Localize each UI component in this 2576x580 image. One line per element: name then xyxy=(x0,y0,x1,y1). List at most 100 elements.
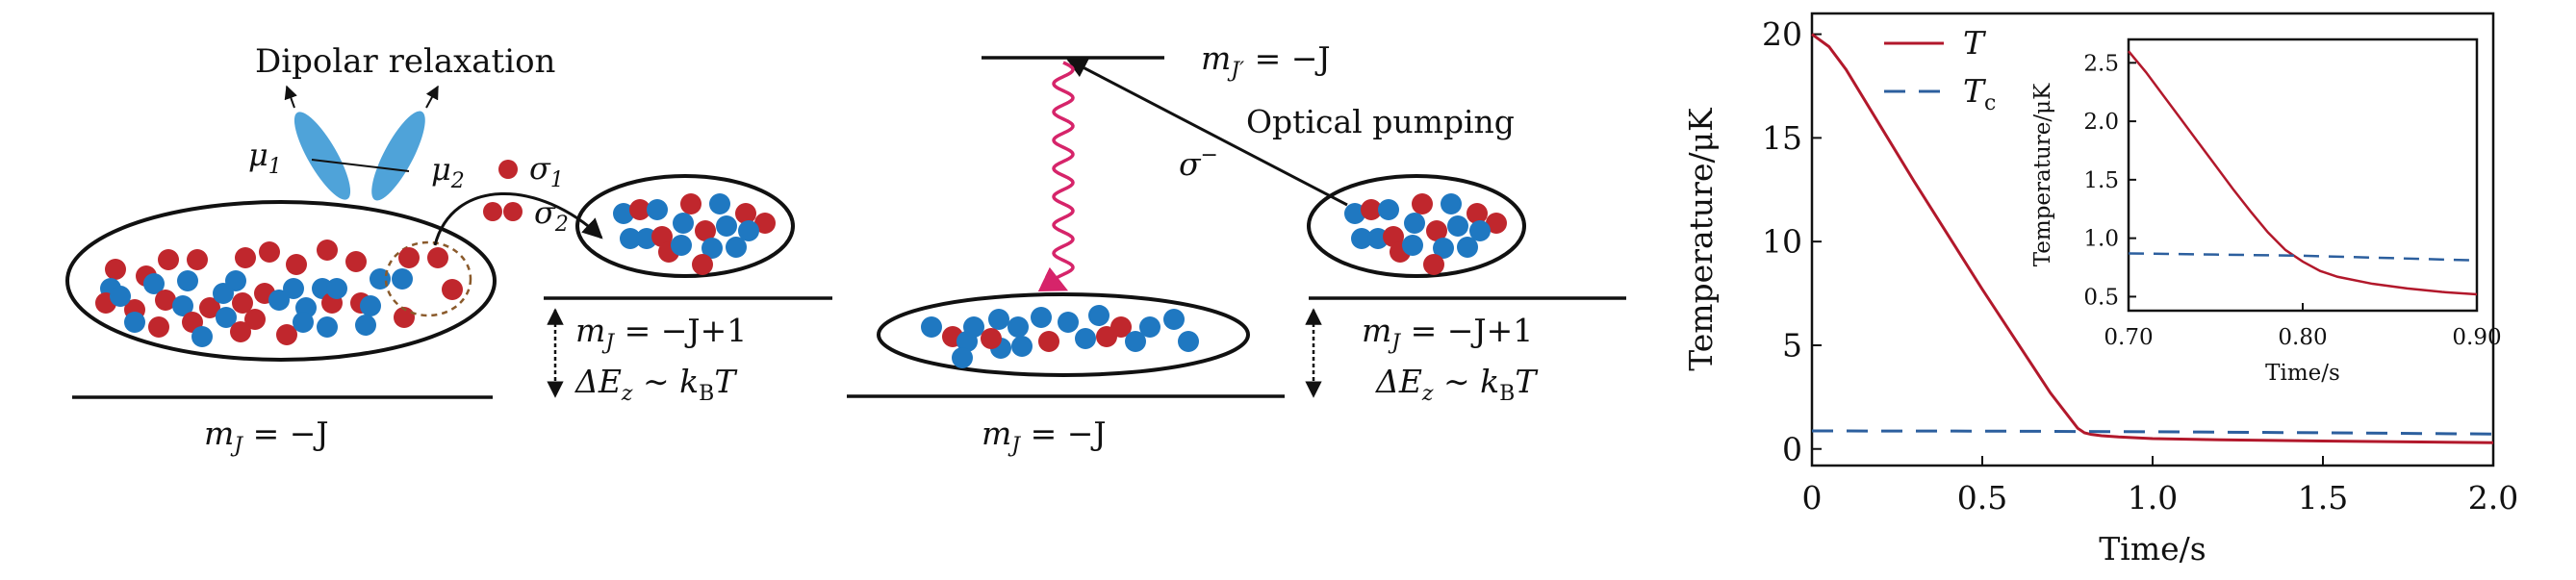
atom-red xyxy=(232,292,253,314)
atom-blue xyxy=(1007,316,1029,338)
mu2-label: μ2 xyxy=(431,151,465,193)
main-xtick-label: 1.0 xyxy=(2128,479,2178,517)
dipole-2 xyxy=(371,111,425,201)
upper-level-label-b: mJ = −J+1 xyxy=(1362,312,1533,355)
atom-blue xyxy=(110,286,131,307)
optical-pumping-label: Optical pumping xyxy=(1246,103,1515,140)
atom-red xyxy=(1361,199,1382,220)
atom-cloud-lower-b xyxy=(877,292,1250,377)
atom-red xyxy=(1426,220,1447,241)
atom-red xyxy=(187,249,208,270)
chart-legend: TTc xyxy=(1884,24,1996,115)
atom-cloud-upper xyxy=(575,174,795,278)
atom-blue xyxy=(124,312,145,333)
main-xtick-label: 2.0 xyxy=(2468,479,2518,517)
atom-blue xyxy=(355,315,376,336)
atom-blue xyxy=(213,283,234,304)
main-xtick-label: 1.5 xyxy=(2298,479,2348,517)
inset-ylabel: Temperature/μK xyxy=(2030,83,2055,266)
main-xtick-label: 0.5 xyxy=(1957,479,2007,517)
atom-blue xyxy=(1011,336,1033,357)
relaxing-pair-atoms xyxy=(392,247,463,300)
atom-blue xyxy=(647,199,668,220)
inset-ytick-label: 1.5 xyxy=(2083,168,2119,193)
atom-red xyxy=(230,321,251,342)
sigma1-label: σ1 xyxy=(529,150,564,192)
inset-xlabel: Time/s xyxy=(2265,361,2340,386)
main-xtick-label: 0 xyxy=(1802,479,1823,517)
atom-blue xyxy=(1139,316,1160,338)
energy-gap-label-a: ΔEz ∼ kBT xyxy=(574,363,738,406)
atom-red xyxy=(398,247,420,268)
main-ytick-label: 0 xyxy=(1782,430,1802,467)
series-t-line-main xyxy=(1811,33,2494,444)
inset-frame xyxy=(2127,38,2479,313)
atom-red xyxy=(1486,213,1507,234)
inset-ytick-label: 2.0 xyxy=(2083,110,2119,135)
atom-red xyxy=(244,309,266,330)
inset-ytick-label: 2.5 xyxy=(2083,51,2119,76)
atom-red xyxy=(276,324,297,345)
legend-tc-label: Tc xyxy=(1963,72,1996,115)
sigma-minus-label: σ− xyxy=(1179,143,1218,183)
atom-blue xyxy=(1344,203,1365,224)
dipole-1-arrow xyxy=(284,85,297,109)
energy-gap-label-b: ΔEz ∼ kBT xyxy=(1374,363,1539,406)
atom-blue xyxy=(172,295,193,316)
main-ytick-label: 5 xyxy=(1782,327,1802,365)
atom-red xyxy=(981,328,1002,349)
atom-cloud-lower xyxy=(65,200,497,362)
series-tc-line-main xyxy=(1811,429,2494,436)
atom-blue xyxy=(191,326,213,347)
atom-blue xyxy=(701,238,723,259)
atom-blue xyxy=(1378,199,1399,220)
atoms-upper-cloud-b xyxy=(1344,193,1507,275)
atom-red xyxy=(692,254,713,275)
series-t-line-inset xyxy=(2128,50,2478,296)
atom-blue xyxy=(326,278,347,299)
atom-blue xyxy=(613,203,634,224)
atom-blue xyxy=(1351,228,1372,249)
atom-red xyxy=(629,199,650,220)
atom-red xyxy=(394,307,415,328)
atom-blue xyxy=(1178,331,1199,352)
atom-red xyxy=(427,247,448,268)
atom-red xyxy=(735,203,756,224)
atoms-lower-cloud-b xyxy=(921,305,1199,368)
atom-red xyxy=(442,279,463,300)
dipole-connector xyxy=(311,159,410,172)
atom-blue xyxy=(709,193,730,214)
atom-blue xyxy=(921,316,942,338)
sigma2-marker-a xyxy=(483,202,502,221)
atom-red xyxy=(1412,193,1433,214)
atom-blue xyxy=(716,215,737,237)
atom-blue xyxy=(360,295,381,316)
atom-red xyxy=(105,259,126,280)
atom-red xyxy=(158,249,179,270)
lower-level-label-a: mJ = −J xyxy=(204,415,329,458)
panel-optical-pumping: mJ′ = −J Optical pumping σ− mJ = −J+1 ΔE… xyxy=(847,39,1626,458)
atom-blue xyxy=(1402,235,1423,256)
main-ytick-label: 20 xyxy=(1762,15,1802,53)
upper-level-label-a: mJ = −J+1 xyxy=(575,312,747,355)
atom-blue xyxy=(988,309,1009,330)
atom-red xyxy=(199,297,220,318)
sigma2-marker-b xyxy=(503,202,523,221)
series-tc-line-inset xyxy=(2128,252,2478,262)
panel-dipolar-relaxation: Dipolar relaxation μ1 μ2 σ1 σ2 xyxy=(65,42,832,458)
inset-ytick-label: 1.0 xyxy=(2083,227,2119,252)
atoms-lower-cloud xyxy=(95,240,415,347)
atom-blue xyxy=(1469,220,1491,241)
atom-blue xyxy=(268,290,290,311)
atom-blue xyxy=(673,213,694,234)
atom-blue xyxy=(1441,193,1462,214)
atom-red xyxy=(155,290,176,311)
atom-blue xyxy=(1433,238,1454,259)
atom-blue xyxy=(317,316,338,338)
inset-xtick-label: 0.80 xyxy=(2278,325,2327,350)
atom-blue xyxy=(293,312,314,333)
atom-red xyxy=(345,251,367,272)
atom-red xyxy=(286,254,307,275)
atom-red xyxy=(680,193,701,214)
